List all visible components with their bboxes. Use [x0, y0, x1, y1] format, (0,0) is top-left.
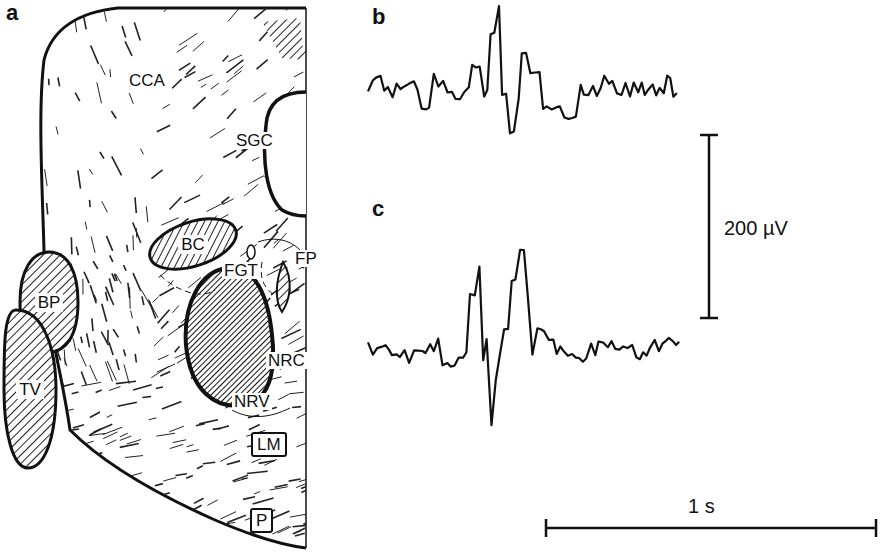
panel-letter: b [372, 6, 385, 28]
panel-letter: a [6, 2, 18, 24]
eeg-trace [368, 6, 677, 133]
region-label: FP [293, 250, 319, 267]
eeg-trace [368, 250, 679, 425]
region-label: NRC [266, 352, 307, 369]
gray-band [262, 18, 304, 60]
brainstem-outline [41, 8, 306, 548]
scale-label: 1 s [688, 496, 715, 516]
region-label: CCA [127, 72, 167, 89]
region-label: SGC [234, 132, 275, 149]
nucleus-shape: TV [4, 310, 56, 468]
nucleus-shape: BC [146, 214, 240, 274]
nucleus-region [186, 268, 273, 406]
region-label: P [250, 508, 273, 533]
region-label: BC [178, 235, 208, 254]
region-label: TV [16, 380, 44, 399]
fp-tract [277, 262, 290, 312]
voltage-scale-bar [700, 135, 718, 318]
region-label: FGT [222, 262, 260, 279]
region-label: NRV [232, 393, 272, 410]
region-label: LM [251, 432, 287, 457]
panel-letter: c [372, 198, 384, 220]
scale-label: 200 µV [724, 218, 788, 238]
ventricle-outline [265, 92, 306, 216]
fibre-hatching [40, 0, 319, 549]
midline [305, 8, 307, 548]
region-label: BP [35, 293, 64, 312]
time-scale-bar [546, 519, 876, 537]
